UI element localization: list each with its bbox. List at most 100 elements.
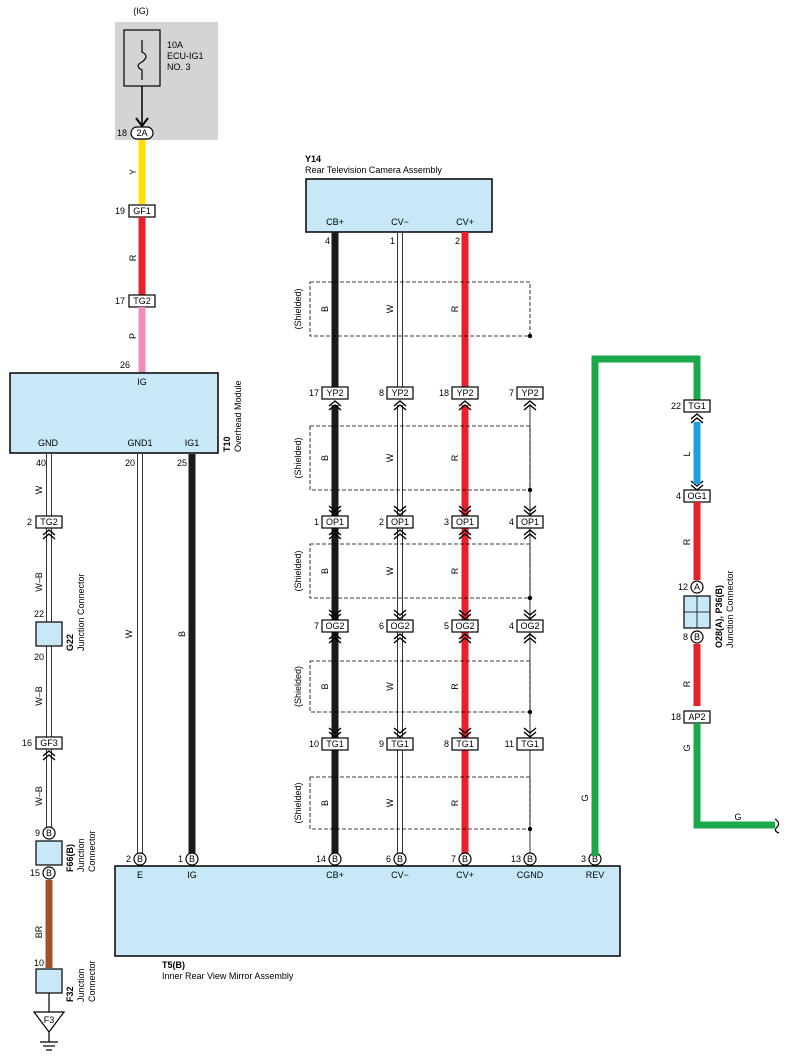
wire-p-label: P — [128, 333, 138, 339]
chevron-down-icon — [523, 613, 537, 620]
shield-connector-pin: 8 — [379, 388, 384, 398]
overhead-gnd1-pin: 20 — [125, 458, 135, 468]
mirror-pin-mark-label: B — [462, 854, 468, 864]
shield-connector-label: OP1 — [391, 517, 409, 527]
mirror-pin-mark-label: B — [332, 854, 338, 864]
shield-box — [309, 660, 531, 713]
g22-pin-top: 22 — [34, 609, 44, 619]
out-wire-label: G — [734, 812, 741, 822]
tg1-right-pin: 22 — [671, 401, 681, 411]
shield-connector-pin: 1 — [314, 517, 319, 527]
chevron-up-icon — [393, 529, 407, 536]
shield-connector-pin: 4 — [509, 621, 514, 631]
shield-box — [309, 281, 531, 337]
chevron-down-icon — [393, 731, 407, 738]
shield-connector-label: TG1 — [521, 739, 539, 749]
chevron-down-icon — [458, 613, 472, 620]
shield-connector-label: OG2 — [390, 621, 409, 631]
shield-junction-dot — [527, 595, 533, 601]
fuse-icon — [137, 40, 147, 80]
junction-pin-bot: 8 — [683, 632, 688, 642]
tg2-low-pin: 2 — [27, 517, 32, 527]
f66-bot-mark-label: B — [46, 868, 52, 878]
f66-code: F66(B) — [65, 844, 75, 872]
shield-wire-label: B — [320, 455, 330, 461]
chevron-down-icon — [393, 613, 407, 620]
shield-label: (Shielded) — [293, 437, 303, 478]
gnd-wire-wb3-label: W–B — [34, 786, 44, 806]
mirror-pin-num: 2 — [126, 854, 131, 864]
shield-wire-label: W — [385, 682, 395, 691]
chevron-down-icon — [393, 609, 407, 616]
tg1-right-label: TG1 — [688, 401, 706, 411]
g22-name: Junction Connector — [76, 573, 86, 651]
chevron-up-icon — [523, 404, 537, 411]
fuse-connector-label: 2A — [136, 128, 147, 138]
junction-bot-mark-label: B — [694, 632, 700, 642]
chevron-down-icon — [328, 509, 342, 516]
g22-junction — [35, 621, 63, 647]
mirror-pin-mark — [458, 852, 472, 866]
shield-connector-pin: 3 — [444, 517, 449, 527]
ap2-pin: 18 — [671, 712, 681, 722]
chevron-down-icon — [458, 509, 472, 516]
chevron-down-icon — [523, 731, 537, 738]
chevron-up-icon — [523, 529, 537, 536]
chevron-down-icon — [523, 727, 537, 734]
shield-connector — [516, 515, 544, 529]
chevron-up-icon — [42, 533, 56, 540]
fuse-connector — [130, 126, 154, 140]
shield-wire-label: B — [320, 683, 330, 689]
shield-connector-label: YP2 — [456, 388, 473, 398]
chevron-up-icon — [523, 633, 537, 640]
camera-cvp-pin: 2 — [455, 236, 460, 246]
chevron-up-icon — [328, 637, 342, 644]
shield-wire-label: B — [320, 306, 330, 312]
shield-connector-label: OG2 — [520, 621, 539, 631]
shield-connector-pin: 4 — [509, 517, 514, 527]
overhead-ig1-label: IG1 — [185, 438, 200, 448]
wire-rev-green — [591, 355, 701, 856]
shield-connector — [321, 515, 349, 529]
mirror-pin-mark — [393, 852, 407, 866]
shield-box — [309, 425, 531, 491]
wire-y-label: Y — [128, 169, 138, 175]
tg2-low-label: TG2 — [40, 517, 58, 527]
shield-connector-pin: 9 — [379, 739, 384, 749]
chevron-down-icon — [458, 609, 472, 616]
overhead-ig-label: IG — [137, 377, 147, 387]
shield-connector — [321, 386, 349, 400]
shield-wire-label: R — [450, 454, 460, 461]
mirror-pin-label: REV — [586, 870, 605, 880]
camera-cvm-pin: 1 — [390, 236, 395, 246]
shield-connector — [451, 737, 479, 751]
chevron-up-icon — [42, 529, 56, 536]
shield-junction-dot — [527, 826, 533, 832]
shield-wire-label: R — [450, 567, 460, 574]
shield-connector-label: OP1 — [326, 517, 344, 527]
f66-pin-bot: 15 — [30, 868, 40, 878]
ap2-label: AP2 — [688, 712, 705, 722]
shield-wire-label: R — [450, 305, 460, 312]
shield-connector — [516, 737, 544, 751]
mirror-pin-label: CGND — [517, 870, 544, 880]
mirror-pin-num: 3 — [581, 854, 586, 864]
chevron-down-icon — [523, 505, 537, 512]
shield-connector-label: OP1 — [521, 517, 539, 527]
f32-name1: Junction — [76, 968, 86, 1002]
tg2-top-label: TG2 — [133, 296, 151, 306]
chevron-up-icon — [328, 533, 342, 540]
gf3-pin: 16 — [22, 738, 32, 748]
chevron-up-icon — [393, 400, 407, 407]
shield-connector-label: TG1 — [391, 739, 409, 749]
f32-pin: 10 — [34, 958, 44, 968]
shield-connector — [516, 386, 544, 400]
power-source-label: (IG) — [133, 6, 149, 16]
mirror-pin-num: 14 — [316, 854, 326, 864]
mirror-pin-label: E — [137, 870, 143, 880]
wire-g-label: G — [682, 744, 692, 751]
chevron-up-icon — [42, 750, 56, 757]
og1-pin: 4 — [676, 491, 681, 501]
shield-connector — [321, 619, 349, 633]
